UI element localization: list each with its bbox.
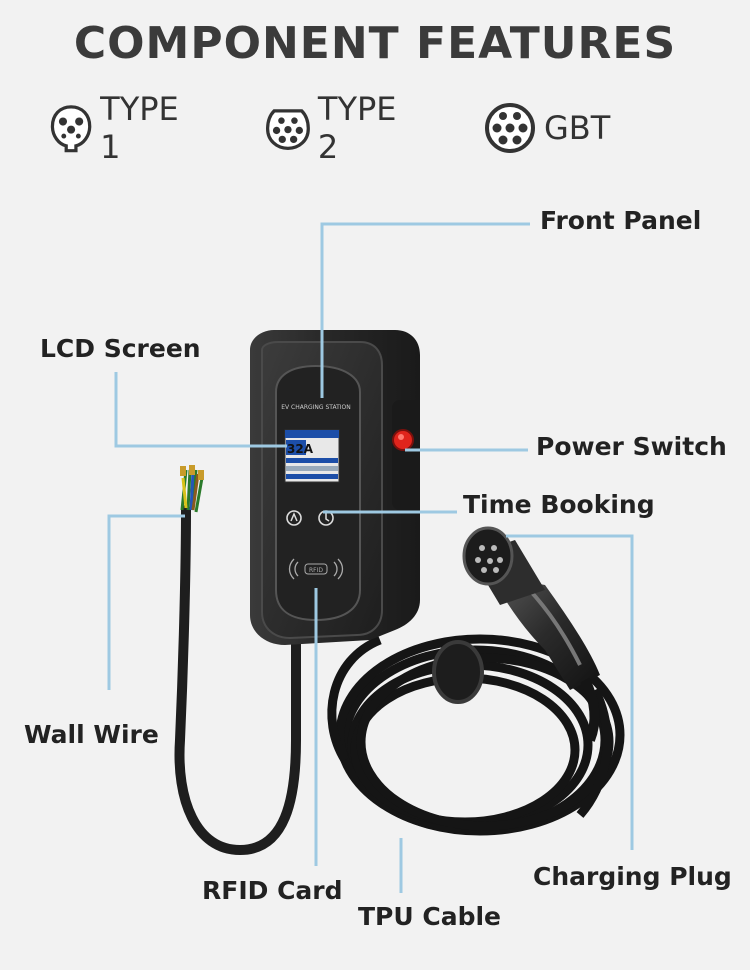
- screen-current: 32A: [287, 442, 314, 456]
- page-title: COMPONENT FEATURES: [73, 18, 677, 69]
- callout-tpu-cable: TPU Cable: [358, 902, 502, 931]
- start-button-icon[interactable]: [286, 510, 302, 526]
- callout-rfid-card: RFID Card: [202, 876, 343, 905]
- callout-wall-wire: Wall Wire: [24, 720, 159, 749]
- connector-type-2: TYPE 2: [266, 90, 407, 166]
- power-switch[interactable]: [392, 429, 414, 451]
- leader-lines: [107, 222, 634, 893]
- callout-lcd-screen: LCD Screen: [40, 334, 201, 363]
- charger-unit: EV CHARGING STATION 32A RFID: [250, 330, 420, 645]
- callout-front-panel: Front Panel: [540, 206, 702, 235]
- connector-type-label: GBT: [544, 109, 611, 147]
- connector-type-label: TYPE 2: [317, 90, 397, 166]
- panel-text: EV CHARGING STATION: [281, 404, 351, 411]
- plug-holster: [432, 640, 484, 704]
- connector-type-1: TYPE 1: [50, 90, 189, 166]
- rfid-reader: RFID: [288, 558, 344, 580]
- callout-power-switch: Power Switch: [536, 432, 727, 461]
- type2-connector-icon: [266, 109, 310, 150]
- charging-plug: [462, 526, 600, 742]
- connector-type-label: TYPE 1: [100, 90, 179, 166]
- type1-connector-icon: [50, 105, 92, 153]
- connector-type-gbt: GBT: [484, 98, 610, 158]
- callout-time-booking: Time Booking: [463, 490, 655, 519]
- svg-text:RFID: RFID: [309, 567, 323, 574]
- wall-wire: [174, 465, 301, 856]
- gbt-connector-icon: [485, 103, 535, 153]
- lcd-screen: 32A: [284, 429, 340, 483]
- callout-charging-plug: Charging Plug: [533, 862, 732, 891]
